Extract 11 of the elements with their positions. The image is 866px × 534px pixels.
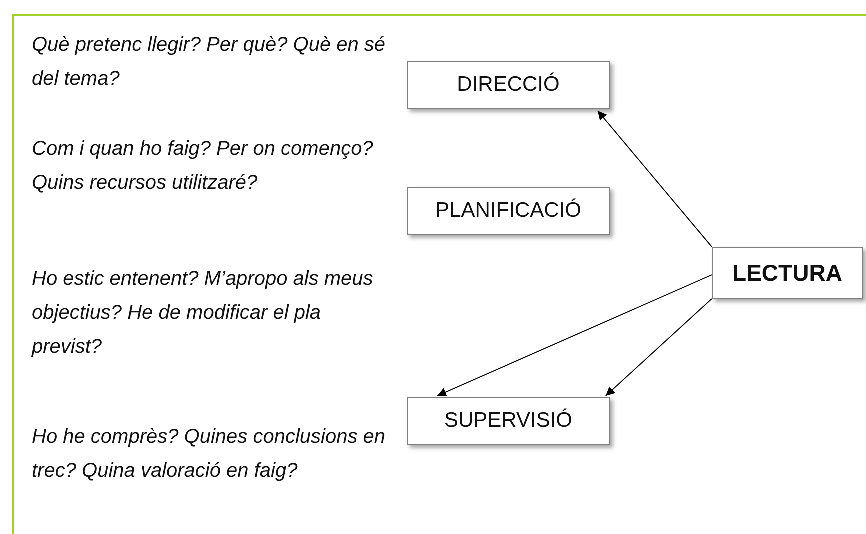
process-box: SUPERVISIÓ [407, 397, 610, 445]
arrow [597, 110, 712, 248]
arrow [605, 298, 712, 397]
question-text: Ho estic entenent? M’apropo als meus objectius? He de modificar el pla previst? [32, 267, 374, 360]
question-text: Què pretenc llegir? Per què? Què en sé del tema? [32, 33, 387, 92]
central-box: LECTURA [712, 247, 863, 299]
question-text: Com i quan ho faig? Per on començo? Quins recursos utilitzaré? [32, 137, 374, 196]
process-box: DIRECCIÓ [407, 61, 610, 109]
process-box: PLANIFICACIÓ [407, 187, 610, 235]
question-text: Ho he comprès? Quines conclusions en trec? Quina valoració en faig? [32, 425, 387, 484]
arrow [436, 274, 712, 397]
